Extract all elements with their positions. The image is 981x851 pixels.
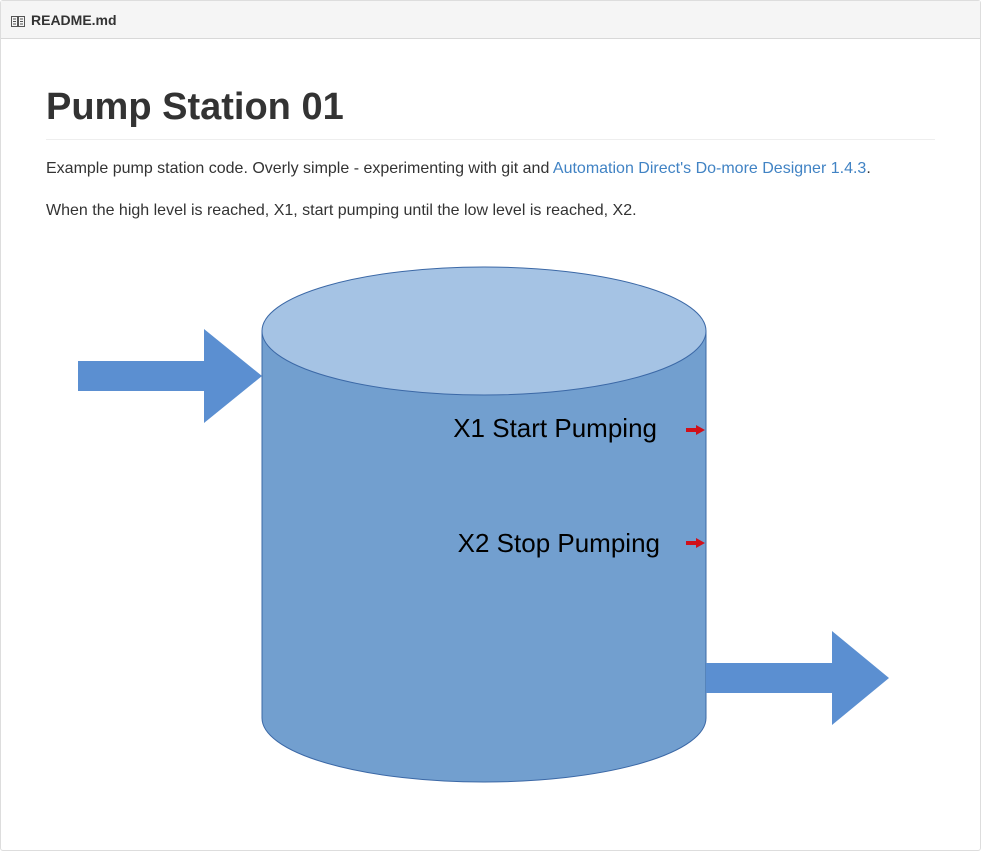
file-name[interactable]: README.md [31, 11, 117, 28]
book-icon [11, 14, 25, 27]
readme-content: Pump Station 01 Example pump station cod… [46, 39, 935, 223]
description-paragraph: When the high level is reached, X1, star… [46, 202, 637, 219]
do-more-designer-link[interactable]: Automation Direct's Do-more Designer 1.4… [552, 160, 867, 177]
intro-period: . [866, 160, 871, 177]
readme-header: README.md [1, 1, 980, 39]
intro-text: Example pump station code. Overly simple… [46, 160, 553, 177]
page-title: Pump Station 01 [46, 39, 935, 140]
intro-paragraph: Example pump station code. Overly simple… [46, 157, 935, 181]
